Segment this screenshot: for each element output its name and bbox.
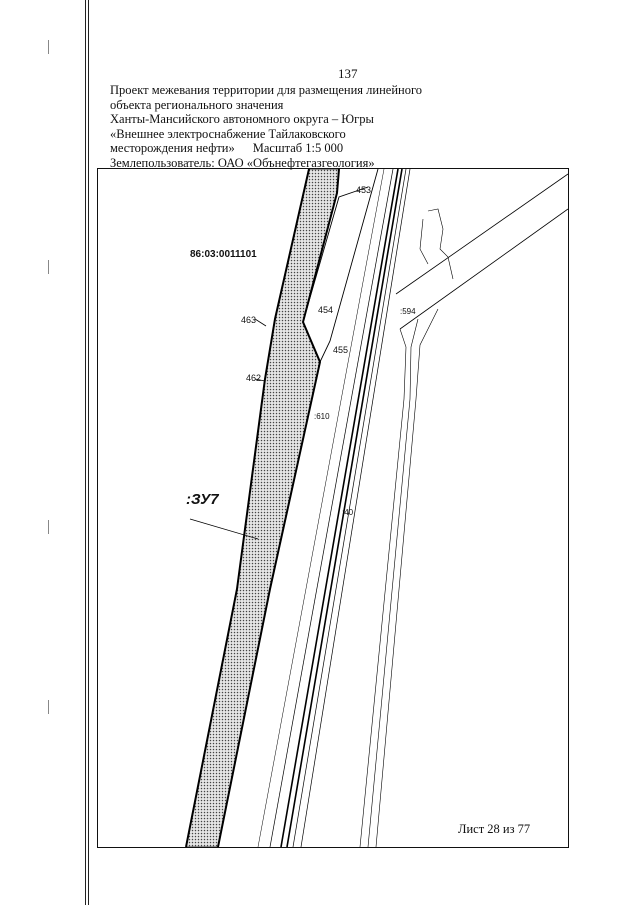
scan-mark: [48, 260, 49, 274]
parcel-boundary: [185, 169, 310, 847]
parcel-ref-label: :594: [400, 307, 416, 316]
point-label: 463: [241, 315, 257, 325]
header-line: Ханты-Мансийского автономного округа – Ю…: [110, 112, 374, 127]
side-road-line: [395, 173, 568, 295]
branch-line: [367, 318, 419, 847]
header-line: «Внешнее электроснабжение Тайлаковского: [110, 126, 346, 141]
cadastral-map: [185, 169, 568, 847]
map-frame: 86:03:0011101 :ЗУ7 453 454 455 462 463 :…: [97, 168, 569, 848]
point-leader: [254, 378, 266, 382]
branch-line: [359, 328, 407, 847]
page-number: 137: [338, 66, 358, 81]
land-user: Землепользователь: ОАО «Обънефтегазгеоло…: [110, 155, 375, 170]
branch-line: [375, 308, 439, 847]
point-leader: [189, 518, 259, 540]
point-label: 462: [246, 373, 262, 383]
side-road-line: [399, 208, 568, 330]
scan-mark: [48, 40, 49, 54]
road-line: [269, 169, 394, 847]
road-line: [257, 169, 385, 847]
point-label: 453: [356, 185, 372, 195]
map-scale: Масштаб 1:5 000: [252, 141, 344, 156]
road-line: [300, 169, 411, 847]
header-line: Проект межевания территории для размещен…: [110, 83, 423, 97]
scan-mark: [48, 520, 49, 534]
header-line: месторождения нефти» Масштаб 1:5 000: [110, 141, 422, 156]
header-line: объекта регионального значения: [110, 97, 284, 112]
parcel-ref-label: :610: [314, 412, 330, 421]
road-line: [292, 169, 407, 847]
parcel-label: :ЗУ7: [186, 491, 219, 508]
binding-line-inner: [88, 0, 89, 905]
scan-mark: [48, 700, 49, 714]
structure-outline: [427, 208, 454, 280]
binding-line: [85, 0, 86, 905]
cadastral-quarter-label: 86:03:0011101: [190, 249, 257, 260]
road-line: [286, 169, 403, 847]
road-line: [280, 169, 399, 847]
point-label: 455: [333, 345, 349, 355]
header-line-text: месторождения нефти»: [110, 141, 235, 156]
corridor-boundary: [302, 169, 379, 364]
sheet-number: Лист 28 из 77: [458, 822, 531, 836]
point-leader: [254, 318, 267, 327]
parcel-ref-label: :40: [342, 508, 354, 517]
document-header: Проект межевания территории для размещен…: [110, 83, 422, 171]
point-label: 454: [318, 305, 334, 315]
structure-outline: [419, 218, 429, 265]
